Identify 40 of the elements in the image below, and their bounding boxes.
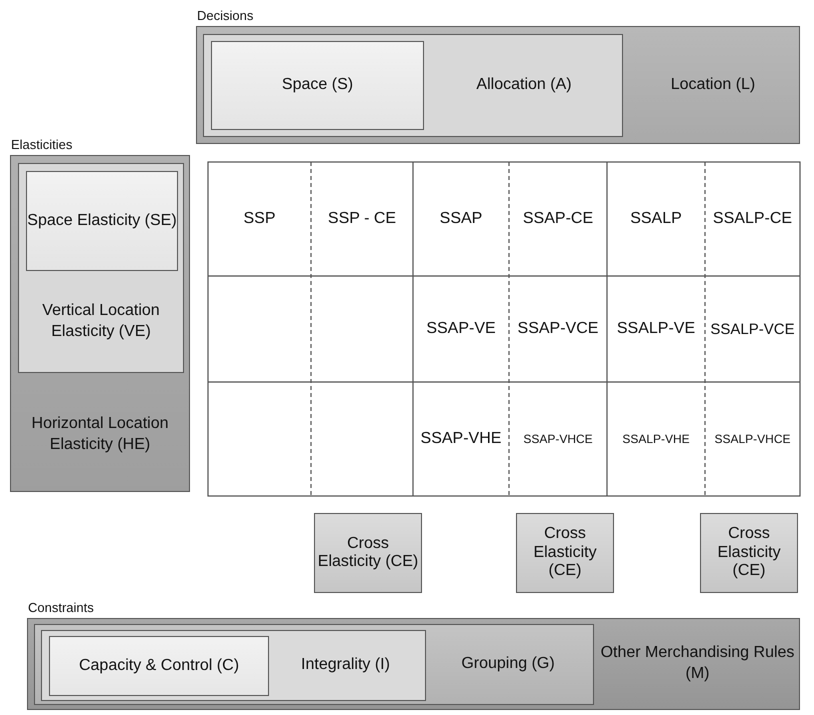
constraint-group-box [34, 624, 594, 705]
box-label: Cross Elasticity (CE) [716, 524, 782, 582]
box-label: Cross Elasticity (CE) [316, 534, 420, 572]
decision-box [211, 41, 424, 130]
model-code: SSALP-VE [616, 319, 696, 339]
elasticity-group-box [18, 163, 184, 373]
model-code: SSP [242, 209, 276, 229]
constraint-box [49, 636, 269, 696]
model-code: SSALP-VCE [709, 320, 796, 340]
elasticity-box [26, 171, 178, 271]
model-code: SSALP [629, 209, 683, 229]
model-code: SSP - CE [326, 209, 398, 229]
box-label: Grouping (G) [460, 654, 556, 674]
box-label: Cross Elasticity (CE) [532, 524, 598, 582]
box-label: Other Merchandising Rules (M) [600, 643, 796, 684]
model-code: SSAP-VE [425, 319, 497, 339]
model-code: SSALP-VHCE [713, 431, 792, 448]
model-code: SSAP-VCE [516, 319, 600, 339]
box-label: Allocation (A) [475, 75, 573, 96]
box-label: Integrality (I) [300, 655, 391, 676]
box-label: Space (S) [280, 75, 354, 96]
model-code: SSAP-VHE [420, 429, 502, 449]
box-label: Location (L) [670, 74, 756, 95]
model-code: SSALP-CE [712, 209, 794, 229]
cross-elasticity-box [314, 513, 422, 593]
group-heading: Constraints [28, 600, 94, 615]
model-code: SSALP-VHE [621, 431, 691, 448]
group-heading: Elasticities [11, 137, 72, 152]
group-heading: Decisions [197, 8, 254, 23]
box-label: Capacity & Control (C) [78, 656, 240, 676]
decision-group-box [203, 34, 623, 137]
model-code: SSAP-CE [522, 209, 594, 229]
cross-elasticity-box [516, 513, 614, 593]
box-label: Space Elasticity (SE) [27, 210, 177, 231]
model-code: SSAP [438, 209, 484, 229]
cross-elasticity-box [700, 513, 798, 593]
box-label: Horizontal Location Elasticity (HE) [30, 414, 170, 454]
constraint-group-box [41, 630, 426, 701]
model-code: SSAP-VHCE [522, 431, 594, 448]
box-label: Vertical Location Elasticity (VE) [41, 300, 161, 342]
